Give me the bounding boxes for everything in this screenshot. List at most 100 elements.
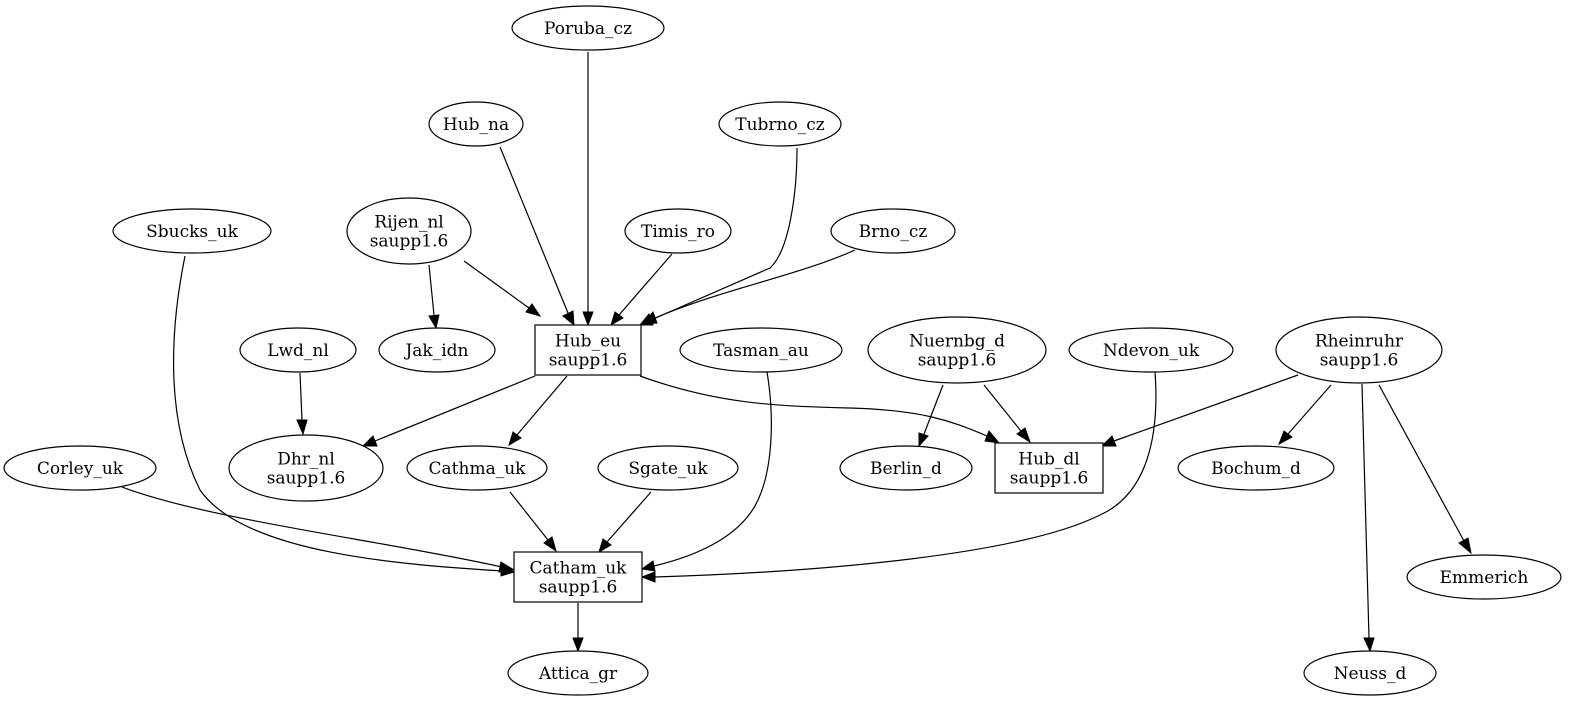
edge-line <box>1361 383 1370 639</box>
node-hub_na: Hub_na <box>428 101 524 147</box>
node-poruba_cz: Poruba_cz <box>511 5 665 51</box>
node-tasman_au: Tasman_au <box>679 327 843 373</box>
node-label: Hub_eu <box>555 332 621 352</box>
edge-corley_uk-to-catham_uk <box>121 486 516 573</box>
edge-line <box>172 255 503 572</box>
node-corley_uk: Corley_uk <box>3 445 157 491</box>
arrowhead <box>428 314 440 330</box>
node-ellipse <box>1068 327 1234 373</box>
edge-line <box>516 375 568 436</box>
edge-catham_uk-to-attica_gr <box>572 603 584 653</box>
edge-sbucks_uk-to-catham_uk <box>172 255 516 577</box>
node-label: Sbucks_uk <box>146 222 238 242</box>
edge-line <box>654 371 1157 578</box>
node-label: Neuss_d <box>1334 664 1407 684</box>
arrowhead <box>918 432 929 448</box>
node-label: Berlin_d <box>870 459 942 479</box>
edge-rheinruhr-to-bochum_d <box>1278 384 1332 446</box>
node-label: saupp1.6 <box>1320 351 1399 371</box>
edge-line <box>463 260 530 309</box>
node-label: saupp1.6 <box>549 351 628 371</box>
node-label: Ndevon_uk <box>1103 341 1200 361</box>
node-ellipse <box>830 208 956 254</box>
node-label: Hub_dl <box>1018 450 1079 470</box>
node-emmerich: Emmerich <box>1406 554 1562 600</box>
edge-line <box>374 375 536 442</box>
edge-brno_cz-to-hub_eu <box>641 249 856 325</box>
node-label: Corley_uk <box>37 459 124 479</box>
edge-line <box>923 384 944 435</box>
edge-timis_ro-to-hub_eu <box>610 253 673 327</box>
edge-line <box>1378 384 1465 542</box>
edge-line <box>509 491 549 541</box>
edge-line <box>299 372 303 421</box>
arrowhead <box>582 311 594 327</box>
node-ellipse <box>378 327 496 373</box>
arrowhead <box>508 431 522 447</box>
arrowhead <box>984 430 1001 444</box>
node-label: Catham_uk <box>530 559 628 579</box>
edge-cathma_uk-to-catham_uk <box>509 491 557 553</box>
arrowhead <box>1016 427 1031 444</box>
node-label: saupp1.6 <box>370 232 449 252</box>
edge-hub_eu-to-hub_dl <box>639 375 1001 444</box>
edge-hub_eu-to-dhr_nl <box>361 375 536 447</box>
edge-line <box>428 264 435 316</box>
arrowhead <box>640 571 656 583</box>
node-ellipse <box>1406 554 1562 600</box>
node-label: Jak_idn <box>403 341 468 361</box>
edge-rijen_nl-to-hub_eu <box>463 260 542 317</box>
node-cathma_uk: Cathma_uk <box>406 445 548 491</box>
node-label: Lwd_nl <box>267 341 329 361</box>
node-label: Attica_gr <box>538 664 618 684</box>
node-ellipse <box>406 445 548 491</box>
arrowhead <box>1363 637 1375 653</box>
node-sgate_uk: Sgate_uk <box>597 445 739 491</box>
edge-ndevon_uk-to-catham_uk <box>640 371 1157 583</box>
node-ellipse <box>679 327 843 373</box>
node-label: Emmerich <box>1440 568 1529 588</box>
edge-sgate_uk-to-catham_uk <box>598 491 652 554</box>
node-label: Sgate_uk <box>628 459 708 479</box>
node-box <box>513 551 643 603</box>
node-label: Timis_ro <box>641 222 715 242</box>
node-berlin_d: Berlin_d <box>839 445 973 491</box>
node-ellipse <box>511 5 665 51</box>
edge-line <box>121 486 503 568</box>
node-ellipse <box>839 445 973 491</box>
node-timis_ro: Timis_ro <box>624 208 732 254</box>
node-ellipse <box>597 445 739 491</box>
edge-nuernbg_d-to-berlin_d <box>918 384 944 448</box>
node-sbucks_uk: Sbucks_uk <box>112 208 272 254</box>
edge-rijen_nl-to-jak_idn <box>428 264 440 330</box>
edge-rheinruhr-to-emmerich <box>1378 384 1472 555</box>
arrowhead <box>562 310 575 327</box>
node-label: Tubrno_cz <box>735 115 825 135</box>
arrowhead <box>361 435 378 447</box>
node-attica_gr: Attica_gr <box>507 650 649 696</box>
node-label: Cathma_uk <box>429 459 527 479</box>
edge-hub_na-to-hub_eu <box>499 146 575 327</box>
node-label: saupp1.6 <box>539 578 618 598</box>
node-label: Brno_cz <box>859 222 928 242</box>
node-jak_idn: Jak_idn <box>378 327 496 373</box>
node-label: Nuernbg_d <box>909 332 1005 352</box>
edge-rheinruhr-to-hub_dl <box>1100 374 1299 447</box>
node-ellipse <box>867 316 1047 384</box>
arrowhead <box>543 536 557 553</box>
node-label: saupp1.6 <box>918 351 997 371</box>
node-ellipse <box>718 101 842 147</box>
arrowhead <box>498 561 516 573</box>
node-box <box>534 324 642 376</box>
node-label: Rheinruhr <box>1315 332 1404 352</box>
node-bochum_d: Bochum_d <box>1177 445 1335 491</box>
edge-line <box>606 491 652 543</box>
edge-line <box>639 375 988 437</box>
